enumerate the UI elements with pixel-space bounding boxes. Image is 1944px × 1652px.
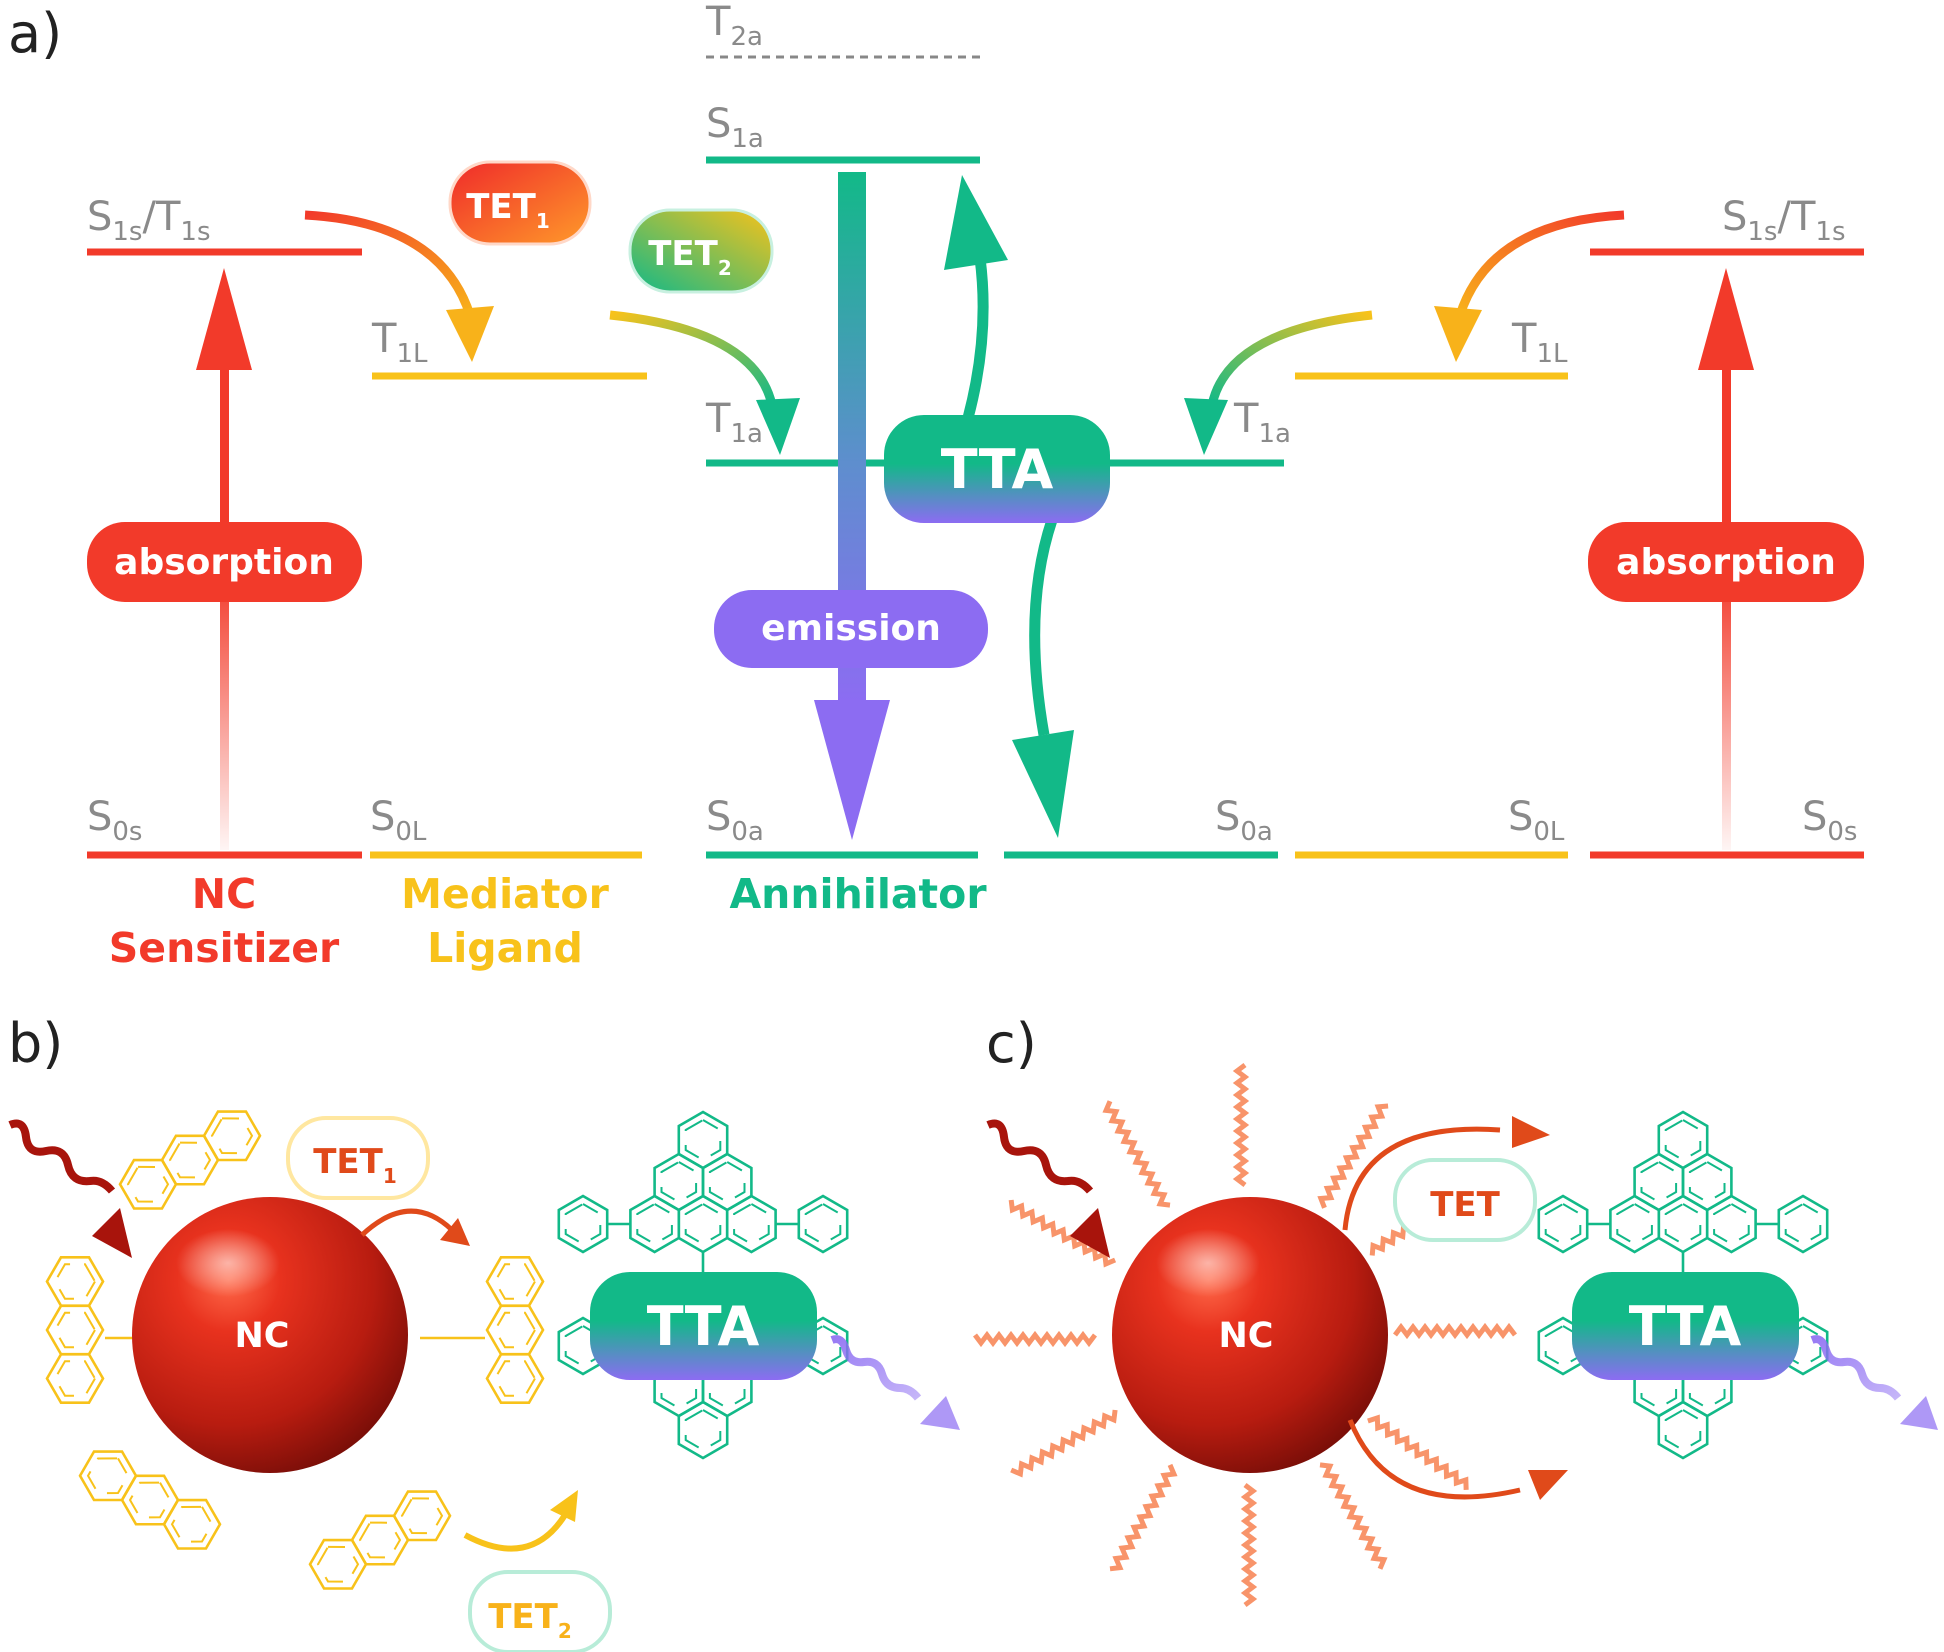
tet1-pill: TET1 — [448, 160, 592, 246]
tet2-pill: TET2 — [628, 208, 774, 294]
level-t1a-left-label: T1a — [705, 396, 763, 449]
level-s1a-label: S1a — [706, 101, 764, 154]
tet-arrow-c-upper — [1342, 1116, 1550, 1231]
svg-text:NC: NC — [1219, 1316, 1274, 1356]
level-s0s-left-label: S0s — [87, 794, 142, 847]
category-nc-line2: Sensitizer — [109, 924, 340, 972]
tet1-pill-b: TET1 — [286, 1116, 430, 1200]
tta-up-arrow — [944, 175, 1008, 420]
tet2-arrow-b — [463, 1490, 578, 1552]
category-mediator-line1: Mediator — [401, 870, 609, 918]
svg-text:NC: NC — [235, 1316, 290, 1356]
level-s1s-right-label: S1s/T1s — [1722, 194, 1846, 247]
tet-pill-c: TET — [1393, 1158, 1537, 1242]
tet2-pill-b: TET2 — [468, 1570, 612, 1652]
category-mediator-line2: Ligand — [427, 924, 583, 972]
level-s0l-left-label: S0L — [370, 794, 427, 847]
svg-text:absorption: absorption — [114, 542, 334, 583]
level-s0l-right-label: S0L — [1508, 794, 1565, 847]
panel-c-label: c) — [986, 1012, 1037, 1075]
tet1-arrow-b — [360, 1208, 470, 1246]
nc-sphere-b: NC — [132, 1197, 408, 1473]
svg-text:TET1: TET1 — [466, 187, 550, 233]
excitation-arrow-b — [8, 1119, 132, 1258]
excitation-arrow-c — [986, 1119, 1110, 1258]
tet1-arc-left — [304, 210, 494, 362]
svg-text:TET2: TET2 — [648, 234, 732, 280]
level-t1l-left-label: T1L — [371, 316, 428, 369]
level-s0a-right-label: S0a — [1215, 794, 1273, 847]
tta-down-arrow — [1012, 518, 1074, 838]
emission-arrow — [814, 172, 890, 840]
svg-text:TTA: TTA — [1629, 1295, 1742, 1358]
svg-text:TET1: TET1 — [313, 1142, 397, 1188]
absorption-pill-right: absorption — [1588, 522, 1864, 602]
emission-wave-b — [830, 1335, 960, 1430]
level-t2a-label: T2a — [705, 0, 763, 52]
emission-pill: emission — [714, 590, 988, 668]
svg-text:absorption: absorption — [1616, 542, 1836, 583]
tet2-arc-left — [609, 310, 800, 455]
tta-pill-c: TTA — [1572, 1272, 1799, 1380]
tta-pill: TTA — [884, 415, 1110, 523]
tet-arrow-c-lower — [1347, 1419, 1568, 1500]
level-s0a-left-label: S0a — [706, 794, 764, 847]
tta-pill-b: TTA — [590, 1272, 817, 1380]
svg-text:TTA: TTA — [941, 438, 1054, 501]
level-s1s-left-label: S1s/T1s — [87, 194, 211, 247]
category-annihilator: Annihilator — [729, 870, 987, 918]
tet1-arc-right — [1434, 210, 1625, 362]
level-t1l-right-label: T1L — [1511, 316, 1568, 369]
svg-text:TET: TET — [1430, 1185, 1500, 1225]
level-t1a-right-label: T1a — [1233, 396, 1291, 449]
emission-wave-c — [1810, 1335, 1938, 1430]
svg-text:TTA: TTA — [647, 1295, 760, 1358]
panel-b-label: b) — [8, 1012, 63, 1075]
tet2-arc-right — [1184, 310, 1373, 455]
svg-text:TET2: TET2 — [488, 1597, 572, 1643]
svg-text:emission: emission — [761, 608, 941, 649]
absorption-pill-left: absorption — [87, 522, 362, 602]
level-s0s-right-label: S0s — [1802, 794, 1857, 847]
nc-sphere-c: NC — [1112, 1197, 1388, 1473]
panel-a-label: a) — [8, 2, 62, 65]
category-nc-line1: NC — [192, 870, 256, 918]
